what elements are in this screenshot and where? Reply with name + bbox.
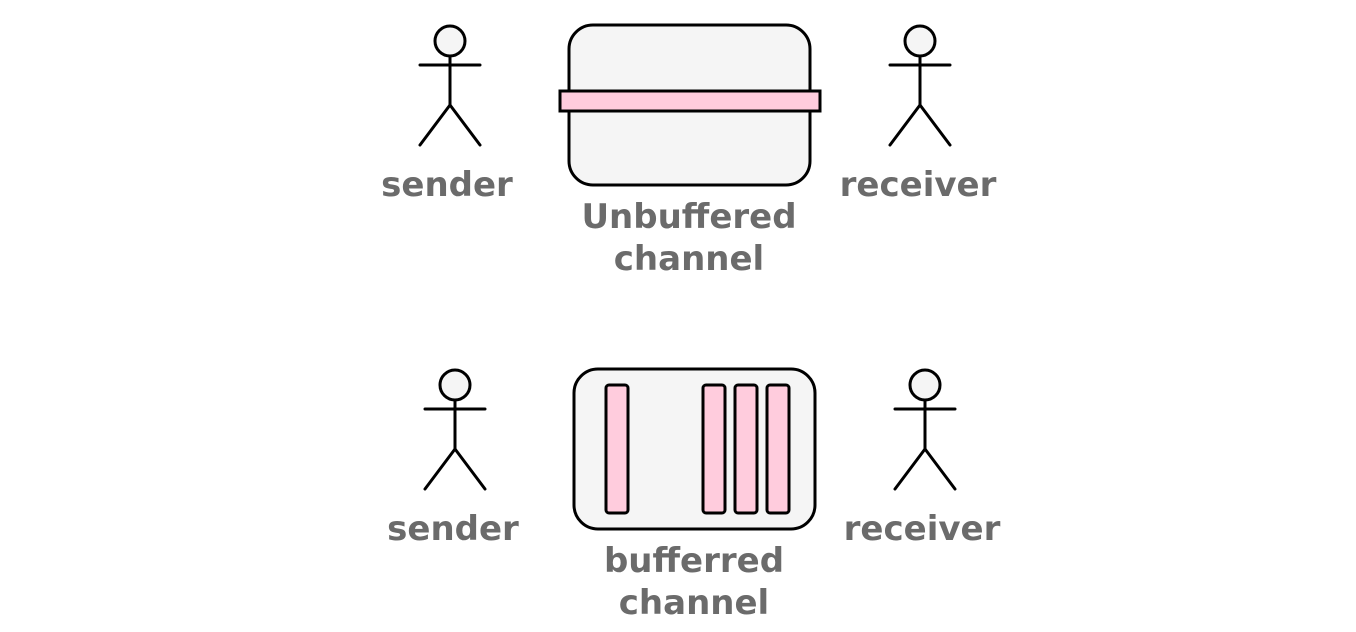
buffered-channel-slot-3 — [733, 383, 759, 515]
buffered-sender-figure-icon — [423, 368, 487, 491]
unbuffered-receiver-label: receiver — [840, 165, 997, 205]
unbuffered-section: sender Unbuffered channel receiver — [381, 23, 997, 279]
unbuffered-channel-label-line2: channel — [614, 239, 764, 279]
buffered-channel-slot-1 — [604, 383, 630, 515]
unbuffered-sender-label: sender — [381, 165, 513, 205]
buffered-channel-label-line1: bufferred — [604, 541, 784, 581]
buffered-channel-label-line2: channel — [619, 583, 769, 623]
buffered-section: sender bufferred channel receiver — [387, 367, 1001, 623]
unbuffered-sender-figure-icon — [418, 24, 482, 147]
unbuffered-channel-label-line1: Unbuffered — [581, 197, 796, 237]
buffered-channel-slot-2 — [701, 383, 727, 515]
buffered-receiver-label: receiver — [844, 509, 1001, 549]
buffered-channel-slot-4 — [765, 383, 791, 515]
unbuffered-channel-slot — [558, 89, 822, 113]
buffered-receiver-figure-icon — [893, 368, 957, 491]
buffered-sender-label: sender — [387, 509, 519, 549]
unbuffered-receiver-figure-icon — [888, 24, 952, 147]
